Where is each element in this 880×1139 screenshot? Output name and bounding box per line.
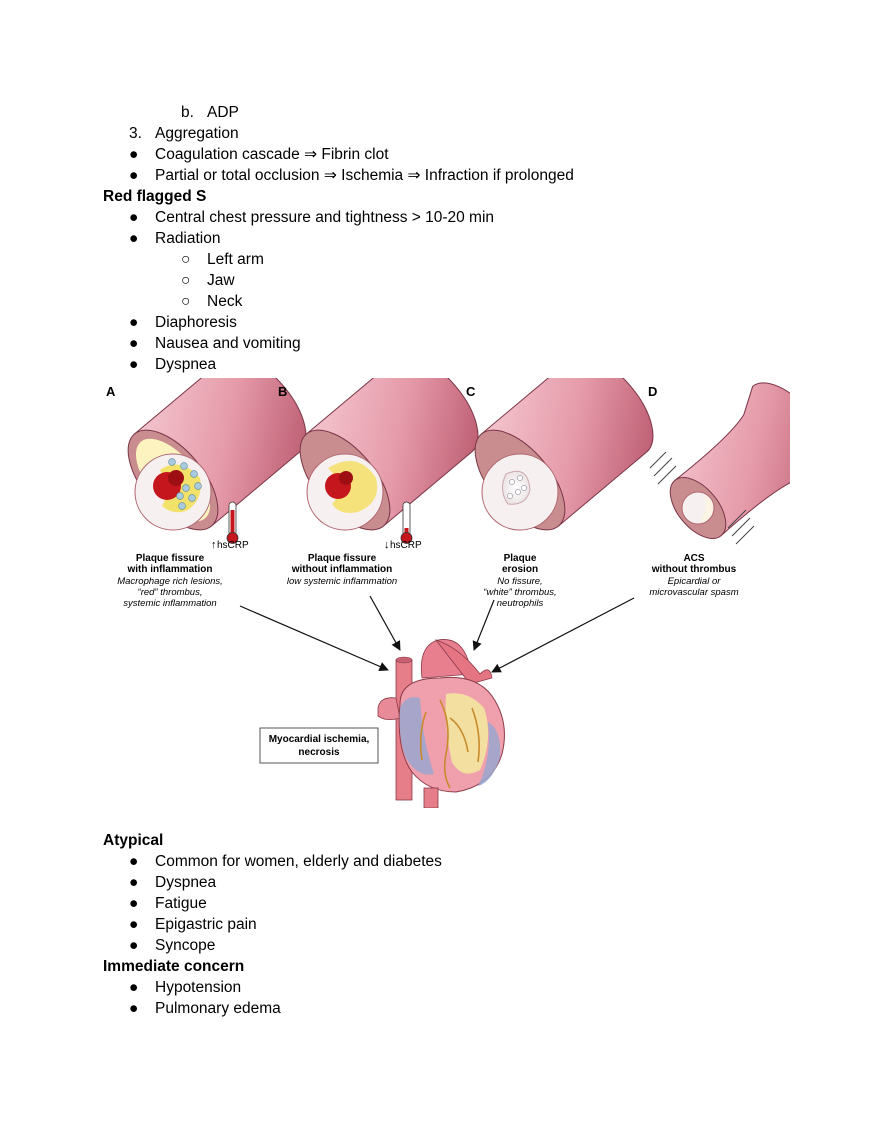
- panel-letter: B: [278, 384, 287, 399]
- panel-letter: A: [106, 384, 116, 399]
- list-item-text: Radiation: [155, 230, 221, 247]
- section-heading-red-flagged: Red flagged S: [103, 188, 207, 205]
- list-item-text: Diaphoresis: [155, 314, 237, 331]
- artery-tube: [127, 378, 307, 531]
- neutrophils: [507, 475, 527, 499]
- bullet-marker: ●: [129, 167, 139, 184]
- panel-description: “white” thrombus,: [483, 587, 556, 598]
- list-item-text: Dyspnea: [155, 356, 217, 373]
- panel-title: without inflammation: [291, 564, 393, 575]
- list-item-text: Epigastric pain: [155, 916, 257, 933]
- panel-c: C Plaque erosion No fissure, “white” thr…: [466, 378, 654, 609]
- panel-description: No fissure,: [497, 576, 542, 587]
- plaque: [700, 496, 713, 522]
- panel-description: Macrophage rich lesions,: [117, 576, 223, 587]
- bullet-marker: ●: [129, 209, 139, 226]
- list-item-text: Dyspnea: [155, 874, 217, 891]
- panel-letter: C: [466, 384, 476, 399]
- panel-title: without thrombus: [651, 564, 737, 575]
- list-item-text: Partial or total occlusion ⇒ Ischemia ⇒ …: [155, 167, 574, 184]
- list-item-text: Fatigue: [155, 895, 207, 912]
- acs-mechanisms-figure: A ↑ hsCRP Plaque fissure with inflammati…: [106, 378, 790, 808]
- down-arrow-icon: ↓: [384, 539, 390, 551]
- list-item-text: Syncope: [155, 937, 216, 954]
- list-item-text: Coagulation cascade ⇒ Fibrin clot: [155, 146, 389, 163]
- panel-description: neutrophils: [497, 598, 544, 609]
- list-item-text: Neck: [207, 293, 243, 310]
- list-item-text: Hypotension: [155, 979, 242, 996]
- thermometer-icon: [226, 501, 239, 544]
- panel-description: systemic inflammation: [123, 598, 216, 609]
- marker-label: hsCRP: [390, 540, 422, 551]
- up-arrow-icon: ↑: [211, 539, 217, 551]
- panel-description: microvascular spasm: [649, 587, 738, 598]
- bullet-marker: ●: [129, 916, 139, 933]
- artery-tube: [669, 382, 790, 539]
- panel-title: Plaque: [504, 553, 537, 564]
- artery-tube: [474, 378, 654, 531]
- circle-marker: ○: [181, 293, 191, 310]
- spasm-lines: [649, 451, 755, 545]
- list-item-text: ADP: [207, 104, 239, 121]
- circle-marker: ○: [181, 272, 191, 289]
- arrows: [239, 595, 635, 673]
- list-item-text: Aggregation: [155, 125, 239, 142]
- heart-illustration: [377, 639, 505, 808]
- list-marker: b.: [181, 104, 194, 121]
- list-item-text: Central chest pressure and tightness > 1…: [155, 209, 495, 226]
- bullet-marker: ●: [129, 979, 139, 996]
- section-heading-atypical: Atypical: [103, 832, 164, 849]
- panel-description: “red” thrombus,: [138, 587, 203, 598]
- coronary-arteries: [419, 699, 480, 789]
- bullet-marker: ●: [129, 1000, 139, 1017]
- panel-d: D ACS without thrombus Epicardial or mic…: [648, 382, 790, 598]
- bullet-marker: ●: [129, 853, 139, 870]
- bullet-marker: ●: [129, 146, 139, 163]
- thermometer-icon: [400, 501, 413, 544]
- heart-label: Myocardial ischemia,: [269, 734, 370, 745]
- list-item-text: Pulmonary edema: [155, 1000, 281, 1017]
- panel-title: Plaque fissure: [136, 553, 205, 564]
- bullet-marker: ●: [129, 356, 139, 373]
- bullet-marker: ●: [129, 874, 139, 891]
- panel-description: Epicardial or: [668, 576, 722, 587]
- bullet-marker: ●: [129, 314, 139, 331]
- heart-label: necrosis: [298, 747, 340, 758]
- list-item-text: Common for women, elderly and diabetes: [155, 853, 442, 870]
- panel-b: B ↓ hsCRP Plaque fissure without inflamm…: [278, 378, 479, 587]
- list-marker: 3.: [129, 125, 142, 142]
- artery-tube: [299, 378, 479, 531]
- list-item-text: Jaw: [207, 272, 235, 289]
- bullet-marker: ●: [129, 937, 139, 954]
- panel-title: Plaque fissure: [308, 553, 377, 564]
- list-item-text: Nausea and vomiting: [155, 335, 301, 352]
- panel-a: A ↑ hsCRP Plaque fissure with inflammati…: [106, 378, 307, 609]
- macrophages: [168, 458, 202, 510]
- panel-title: ACS: [683, 553, 704, 564]
- circle-marker: ○: [181, 251, 191, 268]
- thrombus: [168, 470, 184, 486]
- bullet-marker: ●: [129, 335, 139, 352]
- panel-letter: D: [648, 384, 657, 399]
- bullet-marker: ●: [129, 895, 139, 912]
- bullet-marker: ●: [129, 230, 139, 247]
- panel-description: low systemic inflammation: [287, 576, 397, 587]
- panel-title: with inflammation: [127, 564, 213, 575]
- panel-title: erosion: [502, 564, 538, 575]
- section-heading-immediate-concern: Immediate concern: [103, 958, 245, 975]
- list-item-text: Left arm: [207, 251, 264, 268]
- heart-label-box: [259, 727, 379, 764]
- marker-label: hsCRP: [217, 540, 249, 551]
- thrombus: [339, 471, 353, 485]
